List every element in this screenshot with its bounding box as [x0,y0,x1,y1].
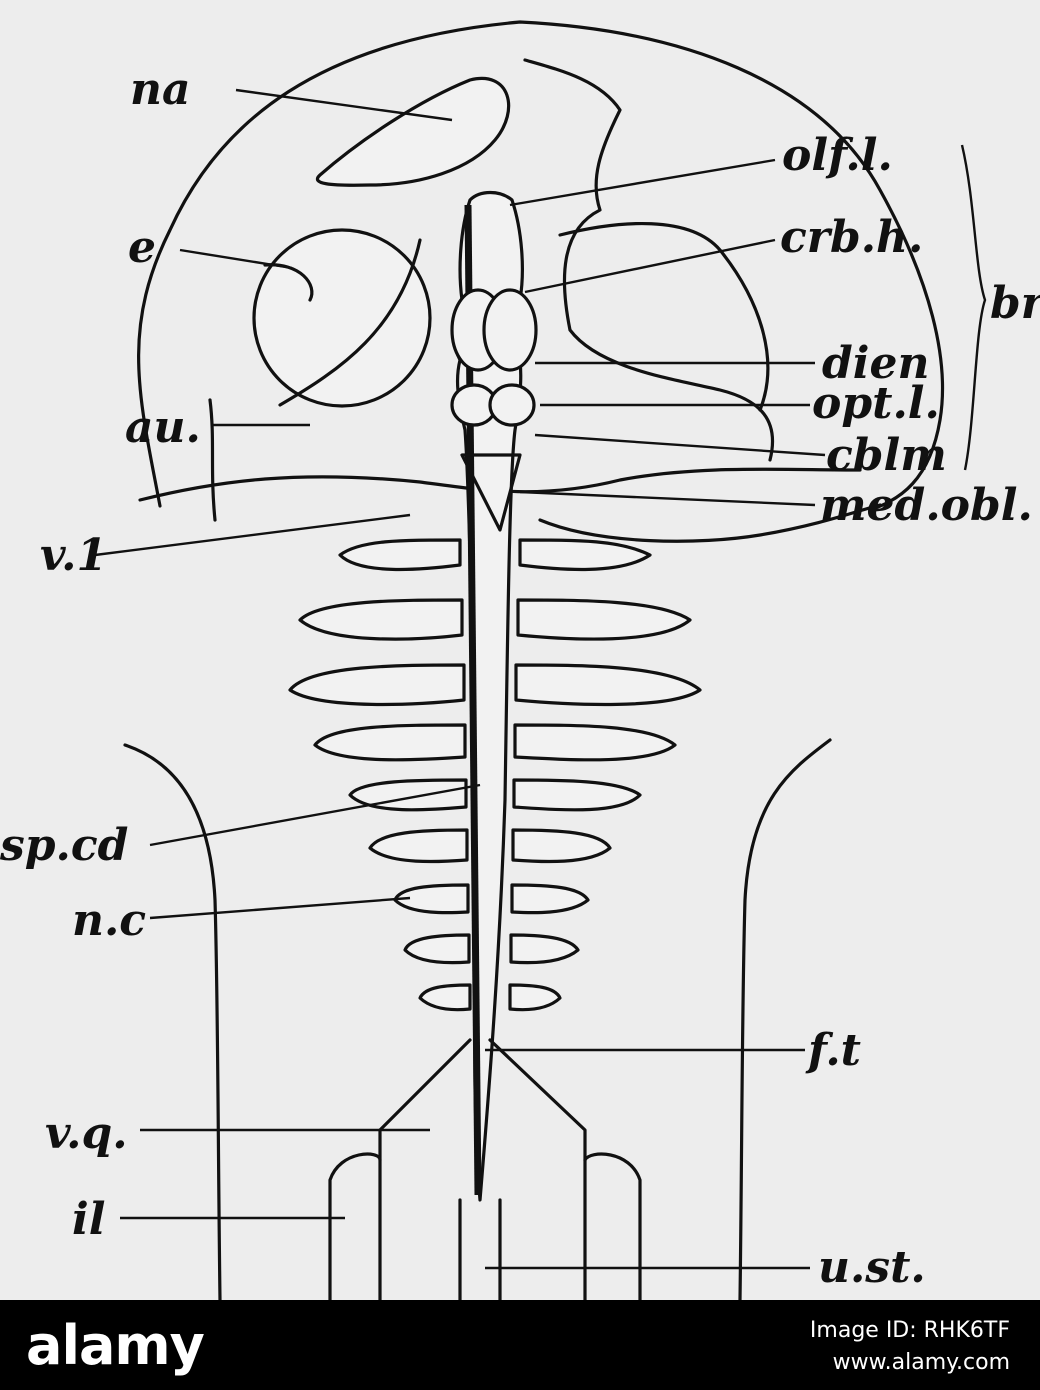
cranial-nerves [523,58,775,462]
label-f-t: f.t [805,1025,861,1076]
brand-logo: alamy [26,1314,205,1377]
label-v-q: v.q. [45,1108,128,1159]
optic-lobe-right [488,383,536,427]
hemisphere-right [482,288,538,372]
brain-left-edge [464,204,482,1196]
label-dien: dien [822,338,929,389]
eye [252,228,432,408]
label-au: au. [125,402,201,453]
olfactory-nerve [558,221,770,412]
label-cblm: cblm [826,430,947,481]
label-br: br [990,278,1040,329]
tail-lines [458,1198,502,1300]
leader-lines [94,88,987,1270]
nasal-sac [316,76,511,187]
body-outline-right [738,738,832,1300]
anatomical-diagram: na e au. v.1 sp.cd n.c v.q. il olf.l. cr… [0,0,1040,1300]
label-crb-h: crb.h. [780,212,923,263]
label-u-st: u.st. [818,1242,926,1293]
image-id: Image ID: RHK6TF [809,1318,1010,1343]
label-n-c: n.c [72,895,146,946]
vertebrae [288,538,702,1012]
label-na: na [130,64,191,115]
label-v1: v.1 [40,530,107,581]
label-olf-l: olf.l. [782,130,893,181]
label-il: il [72,1194,105,1245]
medulla [460,453,522,532]
head-outline [137,20,945,512]
eye-line [278,238,422,407]
body-outline-left [123,743,222,1300]
label-med-obl: med.obl. [820,480,1033,531]
lateral-line [538,503,882,543]
label-sp-cd: sp.cd [0,820,128,871]
label-opt-l: opt.l. [812,378,940,429]
site-url: www.alamy.com [832,1350,1010,1375]
label-e: e [128,222,156,273]
brand-text: alamy [26,1314,205,1377]
ilium [328,1152,642,1300]
footer-bar: alamy Image ID: RHK6TF www.alamy.com [0,1300,1040,1390]
